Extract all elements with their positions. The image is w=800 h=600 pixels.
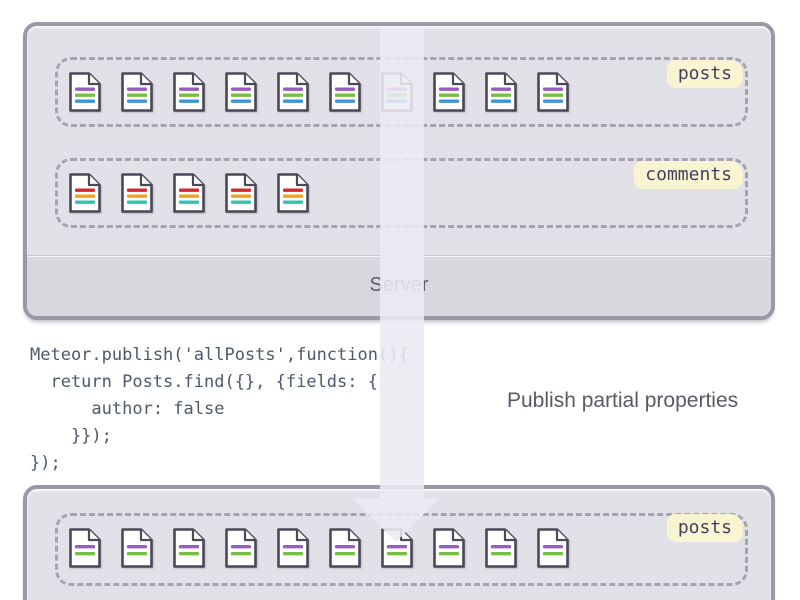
client-box: posts (23, 485, 775, 600)
collection-badge-label: posts (677, 63, 732, 84)
document-icon (433, 528, 465, 568)
server-bar: Server (27, 256, 771, 316)
document-icon (225, 173, 257, 213)
client-posts-collection: posts (55, 513, 748, 586)
document-icon (173, 72, 205, 112)
server-posts-doc-row (68, 72, 570, 112)
document-icon (121, 528, 153, 568)
document-icon (225, 528, 257, 568)
document-icon (433, 72, 465, 112)
caption-text: Publish partial properties (507, 389, 739, 412)
server-posts-collection: posts (55, 57, 748, 127)
server-comments-collection: comments (55, 158, 748, 228)
server-posts-badge: posts (666, 60, 743, 88)
collection-badge-label: comments (645, 164, 732, 185)
client-posts-badge: posts (666, 514, 743, 542)
document-icon (121, 72, 153, 112)
document-icon (485, 72, 517, 112)
collection-badge-label: posts (677, 517, 732, 538)
document-icon (277, 173, 309, 213)
publish-code-snippet: Meteor.publish('allPosts',function(){ re… (30, 345, 409, 473)
document-icon (277, 72, 309, 112)
document-icon (485, 528, 517, 568)
document-icon (173, 173, 205, 213)
server-comments-doc-row (68, 173, 310, 213)
server-comments-badge: comments (634, 161, 743, 189)
document-icon (69, 528, 101, 568)
document-icon (69, 173, 101, 213)
document-icon (277, 528, 309, 568)
document-icon (329, 528, 361, 568)
document-icon (121, 173, 153, 213)
document-icon (173, 528, 205, 568)
client-posts-doc-row (68, 528, 570, 568)
document-icon (225, 72, 257, 112)
document-icon (69, 72, 101, 112)
server-label: Server (369, 274, 429, 296)
document-icon (537, 72, 569, 112)
document-icon (381, 528, 413, 568)
document-icon (329, 72, 361, 112)
document-icon (381, 72, 413, 112)
document-icon (537, 528, 569, 568)
server-box: posts comments Server (23, 22, 775, 320)
